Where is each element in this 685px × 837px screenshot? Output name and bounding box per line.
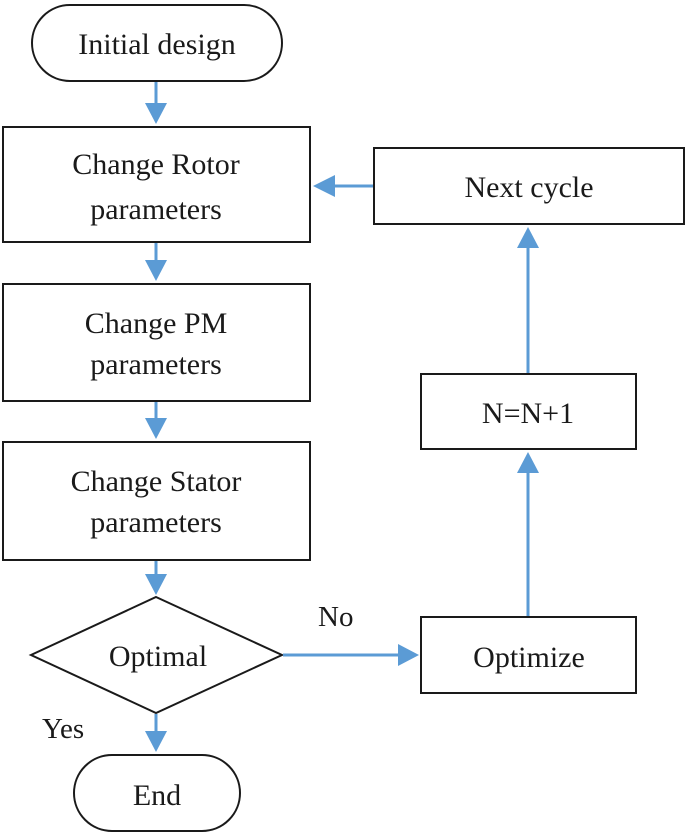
change-stator-label-line1: Change Stator — [71, 465, 242, 498]
change-pm-label-line2: parameters — [90, 348, 222, 381]
arrow-stator-to-optimal — [145, 561, 167, 595]
change-rotor-label-line2: parameters — [90, 193, 222, 226]
optimize-label: Optimize — [473, 641, 585, 674]
yes-edge-label: Yes — [42, 713, 84, 745]
end-terminator: End — [73, 754, 241, 832]
change-stator-label-line2: parameters — [90, 506, 222, 539]
optimize-box: Optimize — [420, 616, 637, 694]
start-terminator: Initial design — [31, 4, 283, 82]
no-edge-label: No — [318, 601, 353, 633]
arrow-pm-to-stator — [145, 402, 167, 439]
increment-box: N=N+1 — [420, 373, 637, 450]
end-label: End — [133, 779, 181, 812]
change-rotor-box: Change Rotor parameters — [2, 126, 311, 243]
start-label: Initial design — [78, 28, 235, 61]
arrow-next-cycle-to-rotor — [313, 175, 373, 197]
change-stator-box: Change Stator parameters — [2, 441, 311, 561]
change-pm-box: Change PM parameters — [2, 283, 311, 402]
change-rotor-label-line1: Change Rotor — [72, 148, 239, 181]
arrow-optimal-to-optimize — [283, 644, 419, 666]
next-cycle-box: Next cycle — [373, 147, 685, 225]
arrow-optimal-to-end — [145, 714, 167, 752]
change-pm-label-line1: Change PM — [85, 307, 228, 340]
arrow-rotor-to-pm — [145, 243, 167, 281]
arrow-optimize-to-increment — [517, 452, 539, 616]
arrow-increment-to-next-cycle — [517, 227, 539, 373]
optimal-decision: Optimal — [28, 595, 285, 715]
optimal-label: Optimal — [109, 640, 207, 673]
increment-label: N=N+1 — [482, 397, 574, 430]
next-cycle-label: Next cycle — [464, 171, 593, 204]
arrow-start-to-rotor — [145, 82, 167, 124]
